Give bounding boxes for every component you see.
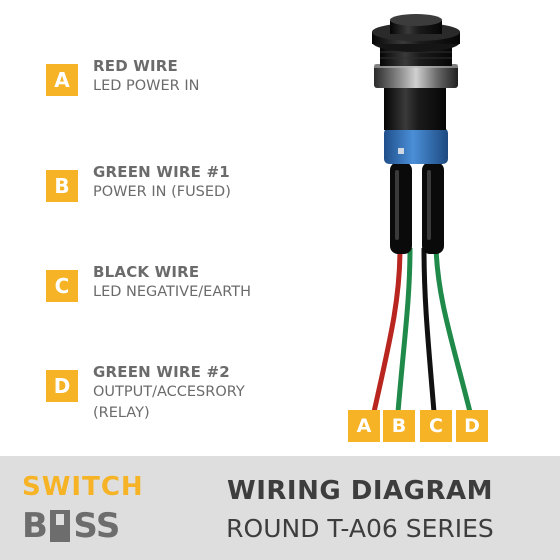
legend-title-c: BLACK WIRE — [93, 263, 200, 281]
legend-item-d: D GREEN WIRE #2 OUTPUT/ACCESRORY (RELAY) — [46, 362, 245, 424]
legend-item-a: A RED WIRE LED POWER IN — [46, 56, 199, 97]
legend-text-d: GREEN WIRE #2 OUTPUT/ACCESRORY (RELAY) — [93, 362, 245, 424]
legend-text-c: BLACK WIRE LED NEGATIVE/EARTH — [93, 262, 251, 303]
brand-logo-top: SWITCH — [22, 472, 144, 502]
legend-item-b: B GREEN WIRE #1 POWER IN (FUSED) — [46, 162, 231, 203]
heat-shrink-left — [390, 162, 412, 254]
diagram-title: WIRING DIAGRAM — [227, 476, 493, 506]
legend-item-c: C BLACK WIRE LED NEGATIVE/EARTH — [46, 262, 251, 303]
footer-banner: SWITCH B SS WIRING DIAGRAM ROUND T-A06 S… — [0, 456, 560, 560]
legend-desc-c: LED NEGATIVE/EARTH — [93, 284, 252, 300]
legend-text-b: GREEN WIRE #1 POWER IN (FUSED) — [93, 162, 231, 203]
legend-badge-d: D — [46, 370, 78, 402]
legend-title-b: GREEN WIRE #1 — [93, 163, 230, 181]
legend-desc-b: POWER IN (FUSED) — [93, 184, 231, 200]
legend-desc-a: LED POWER IN — [93, 78, 200, 94]
legend-title-a: RED WIRE — [93, 57, 178, 75]
legend-badge-a: A — [46, 64, 78, 96]
green-wire-2 — [433, 247, 473, 413]
wire-tag-b: B — [383, 410, 415, 442]
wire-tag-a: A — [348, 410, 380, 442]
brand-logo-b: B — [22, 506, 48, 546]
diagram-subtitle: ROUND T-A06 SERIES — [226, 514, 494, 543]
wire-tag-c: C — [420, 410, 452, 442]
legend-desc-d-line2: (RELAY) — [93, 405, 150, 421]
black-wire — [421, 247, 437, 413]
round-pushbutton-switch-icon — [371, 14, 473, 413]
heat-shrink-right — [422, 162, 444, 254]
blue-connector — [384, 128, 448, 164]
legend-desc-d-line1: OUTPUT/ACCESRORY — [93, 384, 245, 400]
legend-badge-b: B — [46, 170, 78, 202]
brand-logo: SWITCH B SS — [22, 473, 152, 546]
legend-badge-c: C — [46, 270, 78, 302]
brand-logo-ss: SS — [73, 506, 120, 546]
green-wire-1 — [395, 247, 413, 413]
legend-text-a: RED WIRE LED POWER IN — [93, 56, 199, 97]
hex-nut — [374, 64, 458, 88]
red-wire — [371, 247, 403, 413]
wire-tag-d: D — [456, 410, 488, 442]
brand-logo-bottom: B SS — [22, 506, 152, 546]
toggle-switch-icon — [50, 510, 71, 542]
legend-title-d: GREEN WIRE #2 — [93, 363, 230, 381]
